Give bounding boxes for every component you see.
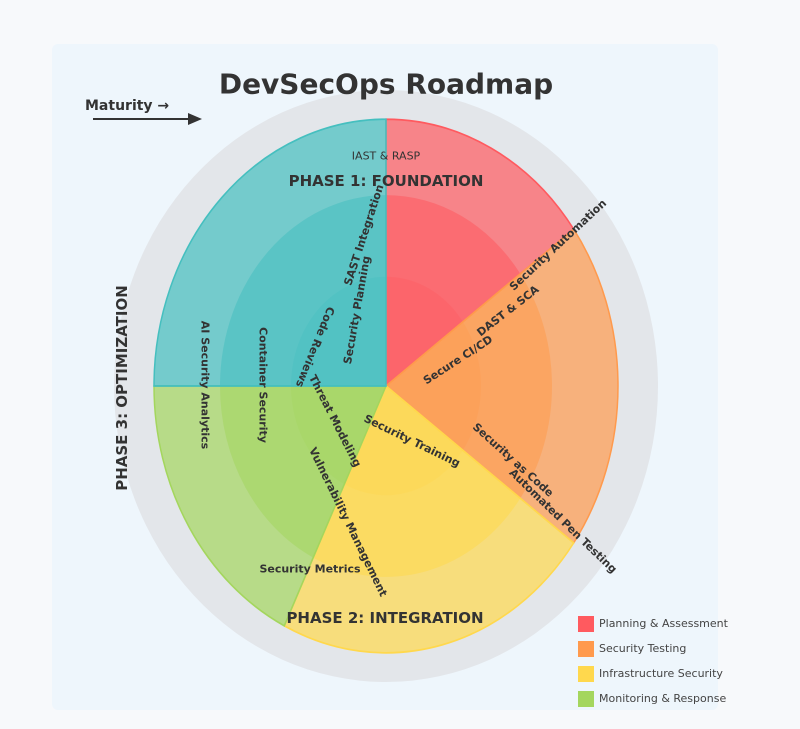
page-title: DevSecOps Roadmap [218, 67, 554, 101]
practice-security-metrics: Security Metrics [259, 562, 361, 576]
maturity-label: Maturity → [85, 98, 170, 114]
phase-1-label: PHASE 1: FOUNDATION [288, 172, 484, 190]
wedge-optimization-ring-1 [219, 195, 386, 387]
wedge-testing-ring-1 [386, 273, 552, 499]
legend-swatch [578, 640, 594, 657]
wedge-monitoring-ring-2 [291, 386, 386, 485]
maturity-arrow-head [188, 113, 202, 125]
wedge-testing-ring-2 [386, 321, 481, 451]
practice-iast-rasp: IAST & RASP [351, 149, 421, 163]
practice-container-security: Container Security [256, 327, 270, 443]
wedge-optimization-ring-2 [291, 276, 386, 386]
phase-3-label: PHASE 3: OPTIMIZATION [113, 285, 131, 491]
wedge-planning-ring-2 [386, 276, 463, 386]
legend-item-testing: Security Testing [578, 636, 728, 661]
legend-label: Planning & Assessment [599, 617, 728, 630]
practice-ai-security-analytics: AI Security Analytics [198, 320, 212, 450]
legend-label: Security Testing [599, 642, 687, 655]
legend-swatch [578, 615, 594, 632]
legend-label: Infrastructure Security [599, 667, 723, 680]
wedge-monitoring-ring-1 [220, 386, 386, 558]
phase-2-label: PHASE 2: INTEGRATION [286, 609, 484, 627]
wedge-planning-ring-1 [386, 195, 521, 386]
legend-item-infrastructure: Infrastructure Security [578, 661, 728, 686]
legend-label: Monitoring & Response [599, 692, 727, 705]
legend-swatch [578, 665, 594, 682]
legend-item-planning: Planning & Assessment [578, 611, 728, 636]
wedge-infrastructure-ring-1 [313, 386, 521, 577]
wedge-infrastructure-ring-2 [344, 386, 463, 496]
legend-item-monitoring: Monitoring & Response [578, 686, 728, 711]
legend-swatch [578, 690, 594, 707]
legend: Planning & Assessment Security Testing I… [578, 611, 728, 711]
